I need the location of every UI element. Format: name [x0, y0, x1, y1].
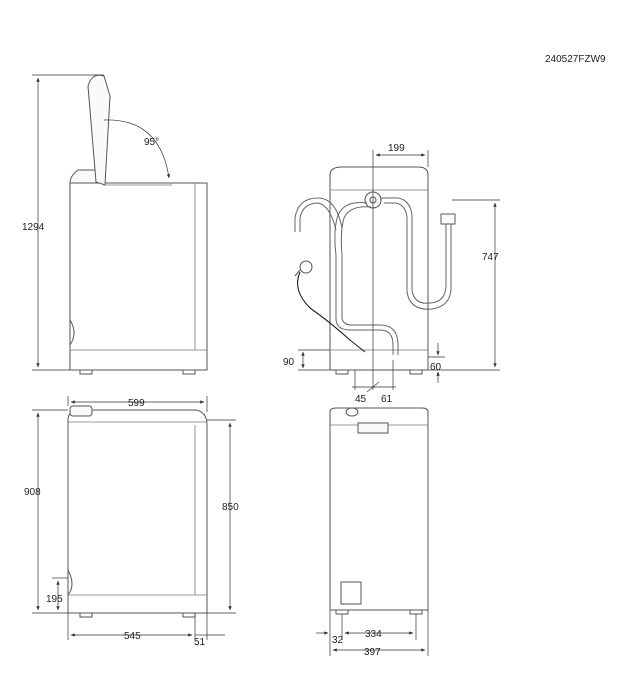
dim-height-front-panel: 195 [46, 594, 63, 605]
rear-view-hoses: 199 747 90 60 45 61 [283, 143, 500, 405]
dim-hose-height: 90 [283, 357, 295, 368]
dim-height-lid-open: 1294 [22, 222, 45, 233]
dim-inlet-height: 60 [430, 362, 442, 373]
lid-angle-label: 95° [144, 137, 159, 148]
dim-depth-body: 545 [124, 631, 141, 642]
dim-height-body: 850 [222, 502, 239, 513]
dim-offset-right: 61 [381, 394, 393, 405]
side-view-lid-open: 95° 1294 [22, 74, 208, 375]
dim-width-back: 397 [364, 647, 381, 658]
dim-depth-extra: 51 [194, 637, 206, 648]
dim-height-total: 908 [24, 487, 41, 498]
dim-drain-offset-top: 199 [388, 143, 405, 154]
dim-foot-inset: 32 [332, 635, 344, 646]
dim-drain-height: 747 [482, 252, 499, 263]
front-view-feet: 334 32 397 [316, 407, 429, 658]
side-view-lid-closed: 599 908 850 195 545 51 [24, 396, 239, 648]
drawing-code: 240527FZW9 [545, 54, 606, 65]
dim-width-top: 599 [128, 398, 145, 409]
dim-offset-left: 45 [355, 394, 367, 405]
dim-foot-span: 334 [365, 629, 382, 640]
